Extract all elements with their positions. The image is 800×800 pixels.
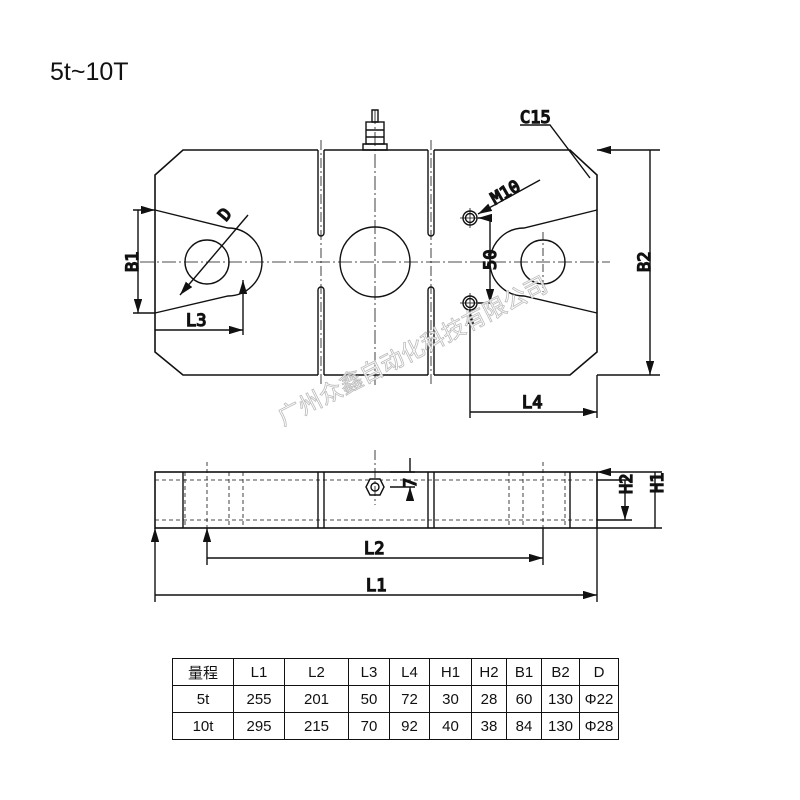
table-cell: 255 [233, 685, 285, 713]
dim-c15: C15 [520, 108, 551, 128]
table-cell: 130 [541, 712, 580, 740]
spec-table: 量程 L1 L2 L3 L4 H1 H2 B1 B2 D 5t 255 201 … [172, 658, 619, 740]
table-cell: 201 [284, 685, 349, 713]
table-row: 10t 295 215 70 92 40 38 84 130 Φ28 [172, 712, 619, 740]
dim-7: 7 [401, 478, 421, 488]
table-cell: 72 [389, 685, 430, 713]
dim-b2: B2 [635, 252, 655, 272]
table-cell: 38 [471, 712, 507, 740]
table-header: L3 [348, 658, 390, 686]
table-cell: 295 [233, 712, 285, 740]
dim-l3: L3 [186, 311, 206, 331]
table-header: L1 [233, 658, 285, 686]
table-cell: 130 [541, 685, 580, 713]
table-cell: 40 [429, 712, 472, 740]
table-cell: Φ22 [579, 685, 619, 713]
dim-50: 50 [481, 250, 501, 270]
top-view: B1 L3 B2 L4 50 C15 M10 D [122, 107, 660, 418]
table-header: L4 [389, 658, 430, 686]
table-cell: 60 [506, 685, 542, 713]
side-view: 7 H2 H1 L2 L1 [155, 450, 669, 602]
table-cell: 92 [389, 712, 430, 740]
dim-m10: M10 [488, 177, 525, 210]
table-cell: 84 [506, 712, 542, 740]
dim-l1: L1 [366, 576, 386, 596]
dim-b1: B1 [123, 252, 143, 272]
table-cell: 5t [172, 685, 234, 713]
table-cell: 70 [348, 712, 390, 740]
dim-l2: L2 [364, 539, 384, 559]
table-header: 量程 [172, 658, 234, 686]
table-header: H1 [429, 658, 472, 686]
drawing-title: 5t~10T [50, 58, 129, 86]
dim-h2: H2 [617, 474, 637, 494]
dim-h1: H1 [648, 473, 668, 493]
table-row: 5t 255 201 50 72 30 28 60 130 Φ22 [172, 685, 619, 713]
table-header: B1 [506, 658, 542, 686]
table-header: D [579, 658, 619, 686]
table-header: L2 [284, 658, 349, 686]
table-header-row: 量程 L1 L2 L3 L4 H1 H2 B1 B2 D [172, 658, 619, 686]
table-cell: 10t [172, 712, 234, 740]
table-cell: 215 [284, 712, 349, 740]
dim-d: D [215, 205, 237, 226]
dim-l4: L4 [522, 393, 542, 413]
table-cell: 28 [471, 685, 507, 713]
table-cell: Φ28 [579, 712, 619, 740]
table-cell: 30 [429, 685, 472, 713]
table-header: H2 [471, 658, 507, 686]
table-cell: 50 [348, 685, 390, 713]
table-header: B2 [541, 658, 580, 686]
